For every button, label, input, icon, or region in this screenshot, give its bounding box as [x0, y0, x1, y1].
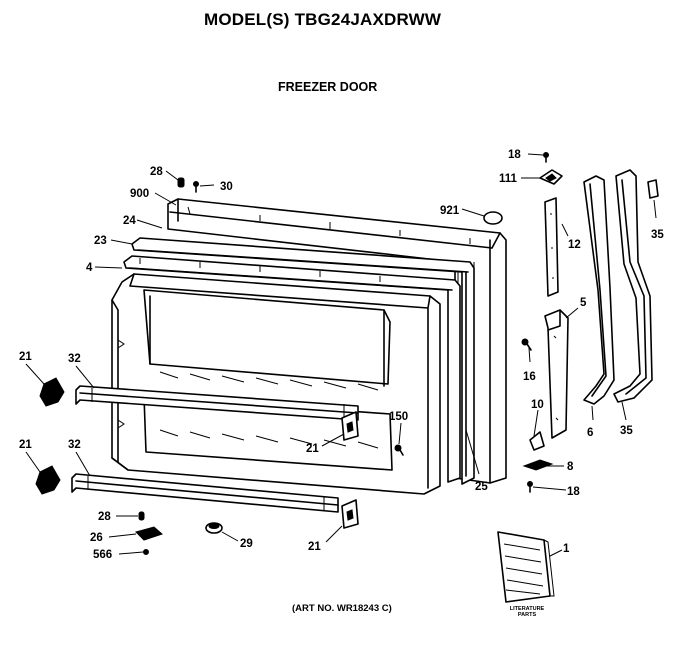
- callout-25: 25: [475, 481, 488, 493]
- section-title: FREEZER DOOR: [278, 80, 378, 94]
- plug-28-bottom: [138, 511, 145, 521]
- screw-18-bottom: [527, 481, 533, 493]
- callout-28: 28: [150, 166, 163, 178]
- screw-16: [521, 338, 532, 351]
- callout-32: 32: [68, 353, 81, 365]
- callout-21: 21: [306, 443, 319, 455]
- callout-6: 6: [587, 427, 593, 439]
- shelf-end-cap-right-upper: [341, 411, 359, 441]
- callout-900: 900: [130, 188, 149, 200]
- shelf-end-cap-left-lower: [35, 465, 61, 495]
- callout-1: 1: [563, 543, 570, 555]
- callout-16: 16: [523, 371, 536, 383]
- callout-111: 111: [499, 173, 518, 185]
- door-handle-35: [613, 169, 653, 403]
- handle-bracket-12: [544, 197, 559, 297]
- callout-29: 29: [240, 538, 253, 550]
- cap-921: [483, 211, 503, 225]
- callout-21: 21: [19, 351, 32, 363]
- handle-bracket-5: [544, 309, 569, 439]
- stop-10: [529, 431, 545, 451]
- callout-32: 32: [68, 439, 81, 451]
- callout-12: 12: [568, 239, 581, 251]
- plug-28-top: [177, 177, 185, 188]
- literature-booklet: [497, 531, 555, 603]
- screw-566: [143, 549, 149, 555]
- callout-labels: 18 111 28 30 900 921 24 12 35 23 4 5 21 …: [19, 149, 664, 561]
- bushing-29: [205, 522, 223, 534]
- handle-cap-35: [647, 179, 659, 199]
- shelf-bar-upper: [75, 385, 359, 421]
- hinge-8: [522, 459, 554, 471]
- callout-18: 18: [508, 149, 521, 161]
- hinge-cover-111: [539, 169, 563, 185]
- callout-26: 26: [90, 532, 103, 544]
- callout-5: 5: [580, 297, 587, 309]
- literature-label: LITERATURE PARTS: [498, 606, 556, 618]
- callout-18: 18: [567, 486, 580, 498]
- callout-28: 28: [98, 511, 111, 523]
- door-gasket-frames: [123, 237, 475, 485]
- inner-door-liner: [111, 273, 441, 495]
- literature-label-line2: PARTS: [517, 612, 537, 618]
- callout-10: 10: [531, 399, 544, 411]
- model-title: MODEL(S) TBG24JAXDRWW: [204, 10, 442, 29]
- callout-35: 35: [651, 229, 664, 241]
- shelf-bar-lower: [71, 473, 339, 513]
- callout-30: 30: [220, 181, 233, 193]
- art-number: (ART NO. WR18243 C): [292, 603, 392, 614]
- callout-35: 35: [620, 425, 633, 437]
- callout-8: 8: [567, 461, 574, 473]
- shelf-end-cap-left-upper: [39, 377, 65, 407]
- screw-18-top: [543, 152, 549, 163]
- callout-24: 24: [123, 215, 136, 227]
- callout-566: 566: [93, 549, 112, 561]
- callout-21: 21: [308, 541, 321, 553]
- leader-lines: [25, 153, 657, 557]
- screw-30: [193, 181, 199, 193]
- callout-4: 4: [86, 262, 93, 274]
- callout-150: 150: [389, 411, 408, 423]
- callout-23: 23: [94, 235, 107, 247]
- callout-21: 21: [19, 439, 32, 451]
- literature-label-line1: LITERATURE: [509, 606, 545, 612]
- shelf-end-cap-right-lower: [341, 499, 359, 529]
- callout-921: 921: [440, 205, 460, 217]
- door-handle-6: [583, 175, 615, 405]
- hinge-plate-26: [135, 526, 163, 541]
- screw-150: [394, 444, 404, 456]
